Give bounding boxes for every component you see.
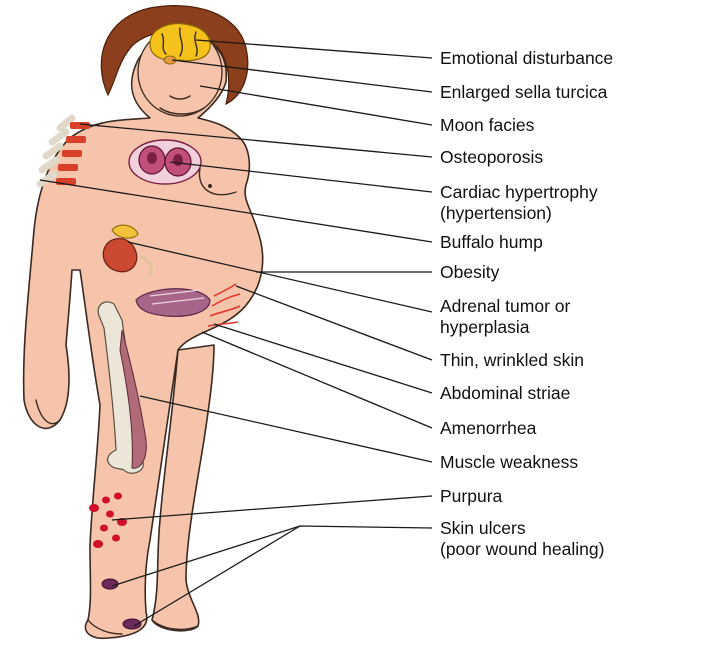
- label-moon-facies: Moon facies: [440, 115, 535, 135]
- label-obesity: Obesity: [440, 262, 500, 282]
- label-adrenal-tumor: Adrenal tumor or: [440, 296, 571, 316]
- label-abdominal-striae: Abdominal striae: [440, 383, 570, 403]
- label-thin-wrinkled-skin: Thin, wrinkled skin: [440, 350, 584, 370]
- ulcer-ankle: [102, 579, 118, 589]
- label-emotional-disturbance: Emotional disturbance: [440, 48, 613, 68]
- label-skin-ulcers: Skin ulcers: [440, 518, 526, 538]
- label-osteoporosis: Osteoporosis: [440, 147, 543, 167]
- label-buffalo-hump: Buffalo hump: [440, 232, 543, 252]
- heart: [129, 140, 201, 184]
- label-amenorrhea: Amenorrhea: [440, 418, 537, 438]
- label-purpura: Purpura: [440, 486, 503, 506]
- label-adrenal-tumor-line2: hyperplasia: [440, 317, 530, 337]
- label-enlarged-sella-turcica: Enlarged sella turcica: [440, 82, 608, 102]
- label-muscle-weakness: Muscle weakness: [440, 452, 578, 472]
- body-figure: [24, 6, 263, 639]
- labels: Emotional disturbance Enlarged sella tur…: [440, 48, 613, 559]
- label-skin-ulcers-line2: (poor wound healing): [440, 539, 604, 559]
- label-cardiac-hypertrophy-line2: (hypertension): [440, 203, 552, 223]
- label-cardiac-hypertrophy: Cardiac hypertrophy: [440, 182, 598, 202]
